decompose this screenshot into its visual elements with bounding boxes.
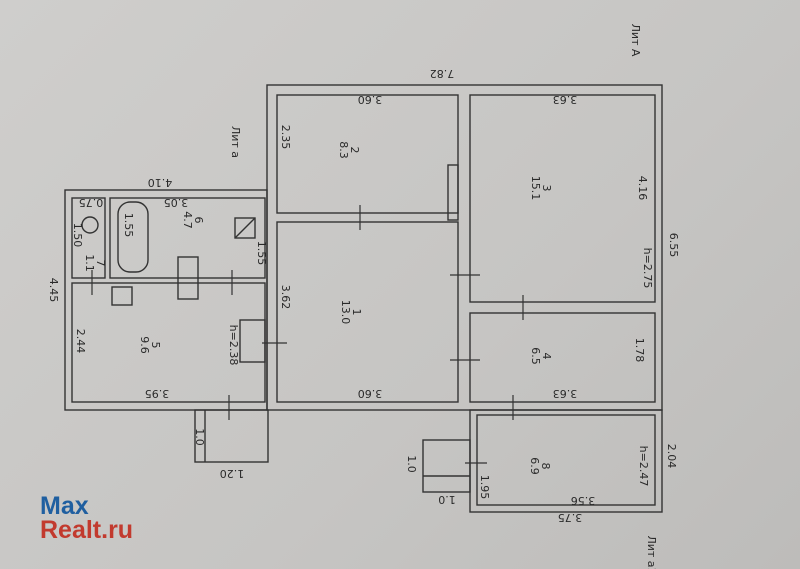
dim: 3.60 — [358, 387, 383, 400]
walls — [64, 84, 663, 513]
watermark-logo: Max Realt.ru — [40, 492, 134, 544]
room-6-number: 6 — [192, 217, 205, 224]
dim: 3.95 — [145, 387, 170, 400]
room-4-number: 4 — [540, 353, 553, 360]
dim: 4.10 — [148, 176, 173, 189]
dim: 3.56 — [571, 494, 596, 507]
dim: 1.78 — [633, 338, 646, 363]
dim: 0.75 — [79, 196, 104, 209]
watermark-line1: Max — [40, 492, 89, 520]
label-lit-a1: Лит а1 — [645, 535, 658, 569]
dim: 1.95 — [478, 475, 491, 500]
room-5-number: 5 — [149, 342, 162, 349]
room-7-number: 7 — [94, 260, 107, 267]
room-1-number: 1 — [350, 309, 363, 316]
room-7-area: 1.1 — [83, 254, 96, 272]
watermark-line2: Realt.ru — [40, 516, 134, 544]
room-1-area: 13.0 — [339, 300, 352, 325]
dim: 3.60 — [358, 93, 383, 106]
dim: 1.0 — [438, 493, 456, 506]
room-6-area: 4.7 — [181, 211, 194, 229]
dim: 3.75 — [558, 511, 583, 524]
dim: 1.0 — [405, 455, 418, 473]
dim: 1.55 — [255, 241, 268, 266]
dim: 2.04 — [665, 444, 678, 469]
dim: 3.62 — [279, 285, 292, 310]
dim: 6.55 — [667, 233, 680, 258]
height-lit-a1: h=2.47 — [637, 446, 650, 487]
dim: 1.0 — [193, 428, 206, 446]
room-3-number: 3 — [540, 185, 553, 192]
dim: 2.44 — [74, 329, 87, 354]
dim: 3.63 — [553, 93, 578, 106]
dim: 3.05 — [164, 196, 189, 209]
dim: 7.82 — [430, 67, 455, 80]
dim: 1.50 — [71, 223, 84, 248]
room-2-area: 8.3 — [337, 141, 350, 159]
room-8-number: 8 — [539, 463, 552, 470]
dim: 4.45 — [47, 278, 60, 303]
room-4-area: 6.5 — [529, 347, 542, 365]
room-2-number: 2 — [348, 147, 361, 154]
label-lit-A: Лит А — [629, 24, 642, 57]
dim: 4.16 — [636, 176, 649, 201]
height-lit-a: h=2.38 — [227, 325, 240, 366]
label-lit-a: Лит а — [229, 126, 242, 158]
room-8-area: 6.9 — [528, 457, 541, 475]
dim: 2.35 — [279, 125, 292, 150]
dim: 1.55 — [122, 213, 135, 238]
room-3-area: 15.1 — [529, 176, 542, 201]
dim: 3.63 — [553, 387, 578, 400]
plan-labels: Лит А Лит а Лит а1 1 13.0 2 8.3 3 15.1 4… — [47, 24, 680, 569]
room-5-area: 9.6 — [138, 336, 151, 354]
height-main: h=2.75 — [641, 248, 654, 289]
dim: 1.20 — [220, 467, 245, 480]
